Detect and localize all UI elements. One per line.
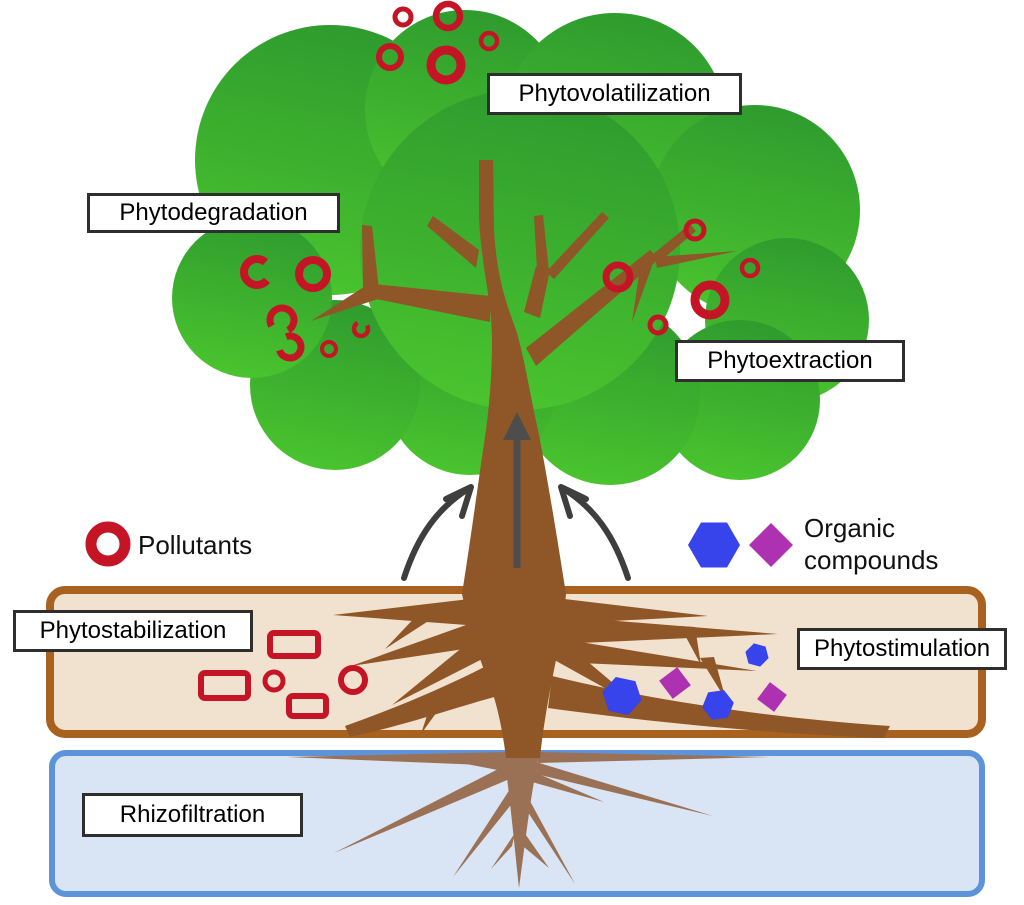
pollutant-ring-icon: [295, 256, 331, 292]
label-phytostimulation: Phytostimulation: [797, 628, 1007, 670]
extracted-pollutant-icons: [602, 218, 761, 336]
legend-icons: [85, 521, 793, 568]
degraded-pollutant-icons: [240, 255, 371, 362]
pollutant-ring-icon: [683, 218, 707, 242]
broken-ring-icon: [275, 332, 305, 362]
branch-right-tip: [655, 251, 737, 268]
pollutant-block-icon: [198, 670, 251, 701]
hexagon-icon: [702, 690, 734, 720]
pollutant-ring-icon: [739, 257, 761, 279]
arrow-left-head: [443, 484, 474, 519]
pollutant-ring-icon: [478, 30, 500, 52]
soil-roots: [333, 594, 890, 758]
branch-upper-left-twig: [427, 216, 479, 268]
branch-right-main: [526, 250, 659, 366]
pollutant-ring-icon: [647, 314, 669, 336]
broken-ring-icon: [351, 319, 371, 339]
label-phytoextraction: Phytoextraction: [675, 340, 905, 382]
pollutant-block-icon: [267, 630, 321, 659]
pollutant-ring-icon: [320, 340, 338, 358]
pollutant-ring-icon: [376, 43, 404, 71]
hexagon-icon: [745, 643, 769, 667]
stabilized-pollutant-icons: [198, 630, 368, 719]
legend-pollutants-label: Pollutants: [138, 530, 253, 560]
pollutant-ring-icon: [262, 669, 286, 693]
pollutant-ring-icon: [426, 45, 466, 85]
broken-ring-icon: [240, 255, 274, 289]
pollutant-block-icon: [286, 693, 329, 719]
water-roots: [287, 748, 770, 888]
pollutant-ring-icon: [338, 665, 368, 695]
branch-left-down-arm: [311, 283, 378, 321]
trunk: [462, 160, 566, 594]
pollutant-ring-icon: [690, 280, 730, 320]
organic-compound-icons: [602, 643, 787, 720]
diamond-icon: [659, 667, 691, 699]
label-phytostabilization: Phytostabilization: [13, 610, 253, 652]
branch-center-left-arm: [534, 215, 549, 271]
diamond-icon: [757, 682, 787, 712]
label-rhizofiltration: Rhizofiltration: [82, 793, 303, 837]
branch-center-right-arm: [546, 212, 609, 279]
branch-left-main: [371, 284, 490, 322]
branch-right-down-spike: [632, 261, 652, 322]
label-phytodegradation: Phytodegradation: [87, 193, 340, 233]
branch-left-up-arm: [362, 225, 379, 290]
diamond-icon: [749, 523, 793, 567]
escaping-pollutant-icons: [376, 0, 500, 85]
arrow-left-curved: [401, 486, 471, 581]
arrow-right-head: [558, 484, 589, 519]
label-phytovolatilization: Phytovolatilization: [487, 73, 742, 115]
branch-center-stem: [524, 266, 550, 318]
hexagon-icon: [688, 522, 740, 568]
arrow-center: [503, 412, 531, 568]
pollutant-ring-icon: [392, 6, 414, 28]
tree-trunk: [311, 160, 737, 594]
legend-organic-compounds-label: Organic compounds: [804, 513, 939, 575]
pollutant-ring-icon: [432, 0, 464, 32]
arrow-right-curved: [561, 486, 631, 581]
pollutant-ring-icon: [85, 521, 131, 567]
uptake-arrows: [401, 484, 631, 581]
pollutant-ring-icon: [602, 261, 634, 293]
broken-ring-icon: [266, 304, 298, 336]
hexagon-icon: [602, 676, 642, 716]
